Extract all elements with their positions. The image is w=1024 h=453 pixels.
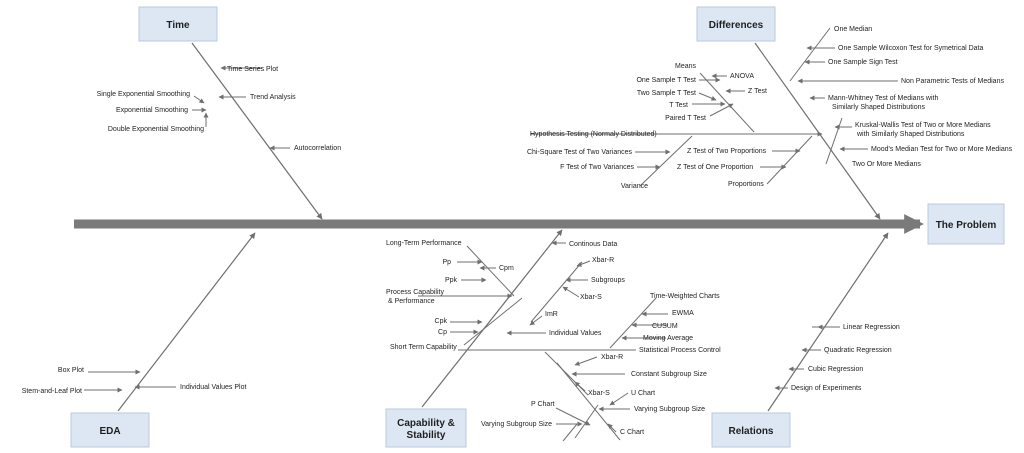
category-box-differences: Differences <box>696 6 776 42</box>
label-u-chart: U Chart <box>631 390 655 397</box>
label-individual-values: Individual Values <box>549 330 602 337</box>
category-box-time: Time <box>138 6 218 42</box>
label-ewma: EWMA <box>672 310 694 317</box>
bone-one-median <box>789 27 831 82</box>
bone-attribute <box>556 362 621 441</box>
bone-capability <box>421 229 563 408</box>
label-long-term: Long-Term Performance <box>386 240 462 247</box>
bone-differences <box>754 42 881 220</box>
label-one-sample-t: One Sample T Test <box>636 77 696 84</box>
label-moving-avg: Moving Average <box>643 335 693 342</box>
label-chi-square: Chi-Square Test of Two Variances <box>527 149 633 156</box>
label-z-one-prop: Z Test of One Proportion <box>677 164 753 171</box>
label-box-plot: Box Plot <box>58 367 84 374</box>
bone-time <box>191 42 323 220</box>
label-two-sample-t: Two Sample T Test <box>637 90 696 97</box>
label-z-two-prop: Z Test of Two Proportions <box>687 148 767 155</box>
problem-box: The Problem <box>927 203 1005 245</box>
category-label-differences: Differences <box>709 20 764 31</box>
bone-continous <box>530 261 583 323</box>
label-z-test: Z Test <box>748 88 767 95</box>
label-means: Means <box>675 63 697 70</box>
label-spc: Statistical Process Control <box>639 347 721 354</box>
label-varying-subgroup-r: Varying Subgroup Size <box>634 406 705 413</box>
label-linear: Linear Regression <box>843 324 900 331</box>
bone-relations <box>767 232 889 412</box>
label-xbar-s-2: Xbar-S <box>588 390 610 397</box>
label-mann-whitney-2: Similarly Shaped Distributions <box>832 104 925 111</box>
label-single-exp: Single Exponential Smoothing <box>97 91 191 98</box>
label-hypothesis: Hypothesis Testing (Normaly Distributed) <box>530 131 657 138</box>
label-time-weighted: Time-Weighted Charts <box>650 293 720 300</box>
label-proc-cap-1: Process Capability <box>386 289 444 296</box>
label-cp: Cp <box>438 329 447 336</box>
label-trend-analysis: Trend Analysis <box>250 94 296 101</box>
label-time-series-plot: Time Series Plot <box>227 66 278 73</box>
label-constant-subgroup: Constant Subgroup Size <box>631 371 707 378</box>
label-pp: Pp <box>442 259 451 266</box>
label-variance: Variance <box>621 183 648 190</box>
label-two-or-more: Two Or More Medians <box>852 161 921 168</box>
label-varying-subgroup-l: Varying Subgroup Size <box>481 421 552 428</box>
label-xbar-s: Xbar-S <box>580 294 602 301</box>
bone-c-chart-tail <box>574 404 599 439</box>
label-p-chart: P Chart <box>531 401 555 408</box>
category-label-time: Time <box>166 20 190 31</box>
bone-two-or-more <box>825 117 843 165</box>
label-xbar-r-2: Xbar-R <box>601 354 623 361</box>
label-stem-leaf: Stem-and-Leaf Plot <box>22 388 82 395</box>
bone-eda <box>117 232 256 412</box>
label-quadratic: Quadratic Regression <box>824 347 892 354</box>
label-nonparam: Non Parametric Tests of Medians <box>901 78 1004 85</box>
bone-proportions <box>766 135 813 185</box>
label-subgroups: Subgroups <box>591 277 625 284</box>
label-mann-whitney-1: Mann-Whitney Test of Medians with <box>828 95 938 102</box>
bone-long-term <box>466 245 515 297</box>
category-label-capability-1: Capability & <box>397 418 455 429</box>
problem-label: The Problem <box>936 220 997 231</box>
label-autocorrelation: Autocorrelation <box>294 145 341 152</box>
category-label-relations: Relations <box>728 426 773 437</box>
category-box-relations: Relations <box>711 412 791 448</box>
label-continous: Continous Data <box>569 241 617 248</box>
label-anova: ANOVA <box>730 73 754 80</box>
label-doe: Design of Experiments <box>791 385 862 392</box>
bone-short-term <box>463 297 523 346</box>
bone-variance <box>639 135 693 187</box>
label-double-exp: Double Exponential Smoothing <box>108 126 204 133</box>
label-short-term: Short Term Capability <box>390 344 457 351</box>
label-ppk: Ppk <box>445 277 458 284</box>
label-t-test: T Test <box>669 102 688 109</box>
label-f-test: F Test of Two Variances <box>560 164 634 171</box>
category-label-eda: EDA <box>99 426 120 437</box>
label-kruskal-1: Kruskal-Wallis Test of Two or More Media… <box>855 122 991 129</box>
label-exp-smoothing: Exponential Smoothing <box>116 107 188 114</box>
label-one-median: One Median <box>834 26 872 33</box>
label-proc-cap-2: & Performance <box>388 298 435 305</box>
category-label-capability-2: Stability <box>407 430 446 441</box>
category-box-capability: Capability & Stability <box>385 408 467 448</box>
bone-means <box>699 72 755 133</box>
bone-p-chart-tail <box>562 423 578 442</box>
label-c-chart: C Chart <box>620 429 644 436</box>
label-proportions: Proportions <box>728 181 764 188</box>
label-kruskal-2: with Similarly Shaped Distributions <box>856 131 965 138</box>
label-paired-t: Paired T Test <box>665 115 706 122</box>
label-cpm: Cpm <box>499 265 514 272</box>
label-cpk: Cpk <box>435 318 448 325</box>
label-xbar-r: Xbar-R <box>592 257 614 264</box>
label-cusum: CUSUM <box>652 323 678 330</box>
category-box-eda: EDA <box>70 412 150 448</box>
label-imr: ImR <box>545 311 558 318</box>
label-sign-test: One Sample Sign Test <box>828 59 898 66</box>
label-individual-plot: Individual Values Plot <box>180 384 246 391</box>
label-moods: Mood's Median Test for Two or More Media… <box>871 146 1013 153</box>
label-cubic: Cubic Regression <box>808 366 863 373</box>
label-wilcoxon: One Sample Wilcoxon Test for Symetrical … <box>838 45 983 52</box>
